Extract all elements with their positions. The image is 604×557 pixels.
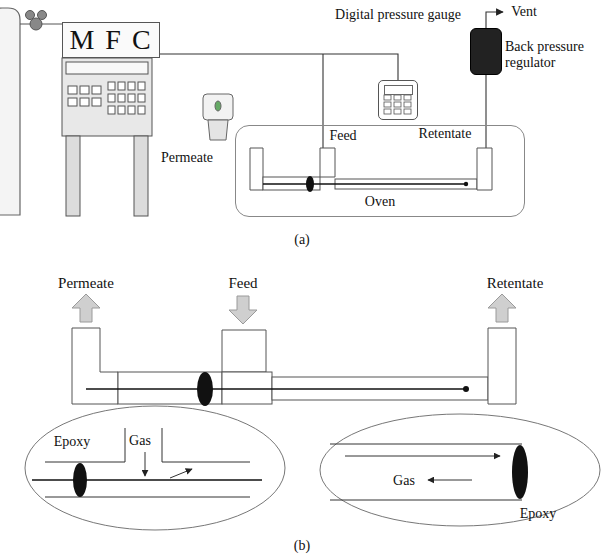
gauge-keypad [384,95,411,114]
detail-left [32,428,262,497]
detail-right [330,444,528,500]
mfc-header: M F C [62,22,160,58]
node-label: Back pressure regulator [505,39,601,71]
node-label: Digital pressure gauge [335,7,461,23]
gauge-screen [384,85,413,95]
oven: Oven [235,125,525,217]
part-label: Gas [393,473,415,488]
membrane-module-a [250,148,492,192]
gas-line [485,75,486,125]
node-label: Oven [365,194,395,210]
pressure-gauge: Digital pressure gauge [378,80,418,120]
part-label: Feed [329,128,356,143]
pressure-regulator [20,11,62,31]
part-label: Retentate [419,126,472,141]
gas-cylinder [0,8,20,215]
detail-view [25,406,600,530]
part-label: Epoxy [520,506,557,521]
node-label: M F C [63,23,159,57]
part-label: Epoxy [54,434,91,449]
bubble-flowmeter [203,94,233,140]
part-label: (a) [294,232,310,247]
part-label: Gas [129,433,151,448]
part-label: Permeate [58,275,114,292]
back-pressure-regulator: Back pressure regulator [470,28,502,75]
gas-line [160,54,398,80]
mfc-body [62,58,152,216]
part-label: Vent [511,4,537,19]
part-label: Permeate [161,150,213,165]
part-label: Retentate [487,275,544,292]
part-label: (b) [294,538,310,553]
part-label: Feed [228,275,257,292]
membrane-module-b [72,328,516,406]
gas-line [323,12,503,148]
flow-arrow [72,294,516,324]
